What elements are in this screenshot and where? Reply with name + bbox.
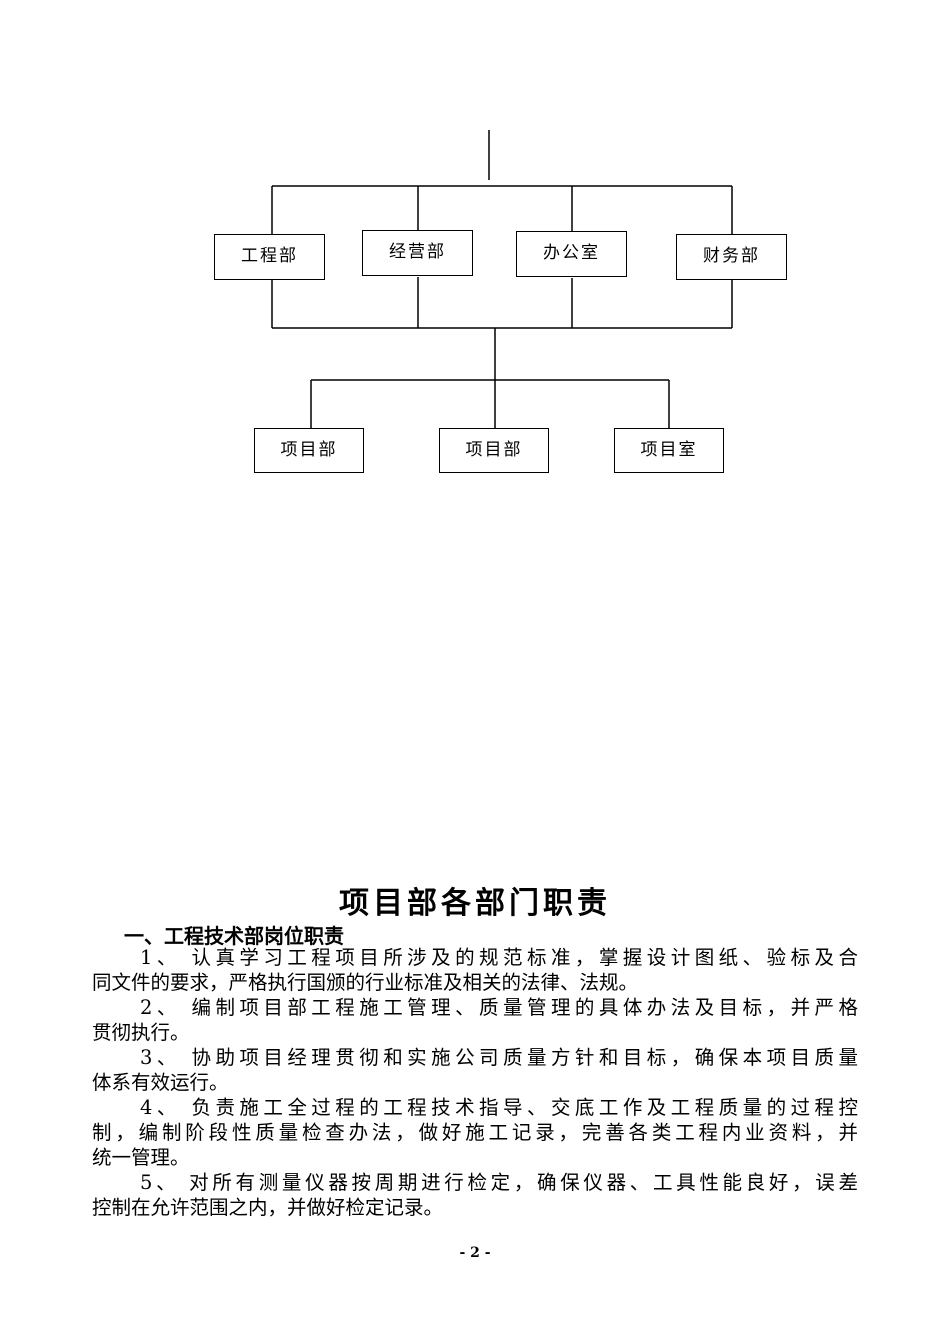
paragraph-line: 2、 编制项目部工程施工管理、质量管理的具体办法及目标，并严格 bbox=[140, 996, 858, 1019]
paragraph-line: 同文件的要求，严格执行国颁的行业标准及相关的法律、法规。 bbox=[92, 971, 639, 994]
paragraph-line: 统一管理。 bbox=[92, 1146, 190, 1169]
paragraph-3: 3、 协助项目经理贯彻和实施公司质量方针和目标，确保本项目质量 体系有效运行。 bbox=[92, 1045, 858, 1095]
section-heading: 一、工程技术部岗位职责 bbox=[124, 924, 344, 948]
org-box-project-3: 项目室 bbox=[614, 428, 724, 473]
paragraph-5: 5、 对所有测量仪器按周期进行检定，确保仪器、工具性能良好，误差 控制在允许范围… bbox=[92, 1170, 858, 1220]
paragraph-line: 4、 负责施工全过程的工程技术指导、交底工作及工程质量的过程控 bbox=[140, 1096, 858, 1119]
org-box-project-2: 项目部 bbox=[439, 428, 549, 473]
org-box-finance: 财务部 bbox=[676, 234, 787, 280]
paragraph-line: 1、 认真学习工程项目所涉及的规范标准，掌握设计图纸、验标及合 bbox=[140, 946, 858, 969]
org-box-office: 办公室 bbox=[516, 231, 627, 277]
org-box-engineering: 工程部 bbox=[214, 234, 325, 280]
paragraph-1: 1、 认真学习工程项目所涉及的规范标准，掌握设计图纸、验标及合 同文件的要求，严… bbox=[92, 945, 858, 995]
section-body: 1、 认真学习工程项目所涉及的规范标准，掌握设计图纸、验标及合 同文件的要求，严… bbox=[92, 945, 858, 1220]
org-box-project-1: 项目部 bbox=[254, 428, 364, 473]
paragraph-line: 5、 对所有测量仪器按周期进行检定，确保仪器、工具性能良好，误差 bbox=[140, 1171, 858, 1194]
org-box-business: 经营部 bbox=[362, 230, 473, 276]
paragraph-line: 体系有效运行。 bbox=[92, 1071, 229, 1094]
paragraph-line: 控制在允许范围之内，并做好检定记录。 bbox=[92, 1196, 444, 1219]
paragraph-line: 制，编制阶段性质量检查办法，做好施工记录，完善各类工程内业资料，并 bbox=[92, 1121, 858, 1144]
paragraph-2: 2、 编制项目部工程施工管理、质量管理的具体办法及目标，并严格 贯彻执行。 bbox=[92, 995, 858, 1045]
page-title: 项目部各部门职责 bbox=[339, 886, 611, 921]
paragraph-line: 3、 协助项目经理贯彻和实施公司质量方针和目标，确保本项目质量 bbox=[140, 1046, 858, 1069]
org-chart-connectors bbox=[271, 130, 733, 428]
page-number: - 2 - bbox=[459, 1245, 491, 1261]
paragraph-line: 贯彻执行。 bbox=[92, 1021, 190, 1044]
paragraph-4: 4、 负责施工全过程的工程技术指导、交底工作及工程质量的过程控 制，编制阶段性质… bbox=[92, 1095, 858, 1170]
